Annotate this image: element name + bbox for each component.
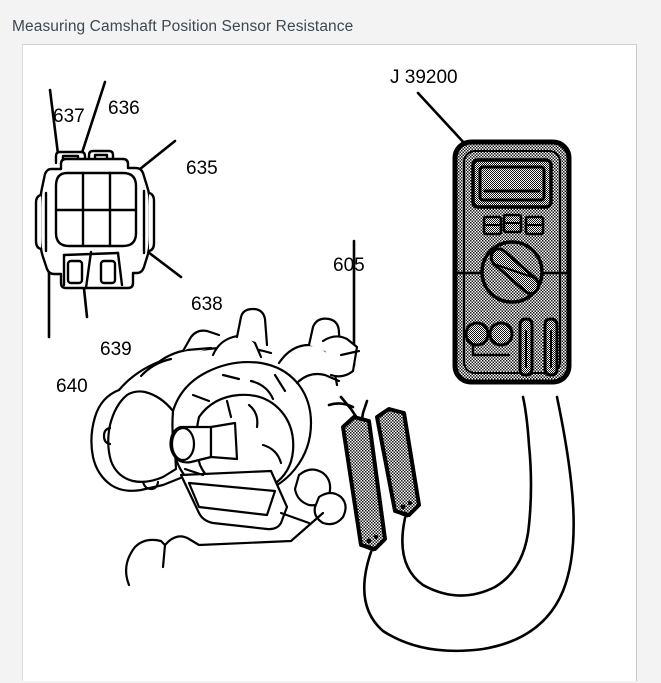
- rotary-dial: [453, 240, 571, 304]
- callout-labels: 637 636 635 638 639 640 605 J 39200: [53, 67, 458, 397]
- test-lead-cables: [362, 395, 575, 653]
- technical-diagram: 637 636 635 638 639 640 605 J 39200: [34, 67, 575, 653]
- callout-640: 640: [56, 376, 88, 397]
- leader-j39200: [416, 91, 468, 147]
- distributor-assembly: [90, 307, 361, 531]
- input-jacks: [464, 317, 559, 377]
- callout-635: 635: [186, 158, 218, 179]
- leader-637: [48, 88, 61, 164]
- page-title: Measuring Camshaft Position Sensor Resis…: [12, 18, 354, 35]
- test-probe-left: [341, 415, 387, 552]
- hose-line: [124, 511, 325, 587]
- callout-639: 639: [100, 339, 132, 360]
- function-buttons: [482, 213, 545, 236]
- leader-636: [77, 80, 107, 164]
- callout-j39200: J 39200: [390, 67, 458, 88]
- figure-frame: 637 636 635 638 639 640 605 J 39200: [22, 44, 637, 681]
- test-probe-right: [375, 407, 421, 518]
- callout-636: 636: [108, 98, 140, 119]
- sensor-connector: [34, 149, 156, 290]
- digital-multimeter: [452, 139, 572, 385]
- lcd-display: [471, 158, 553, 209]
- callout-638: 638: [191, 294, 223, 315]
- callout-637: 637: [53, 106, 85, 127]
- callout-605: 605: [333, 255, 365, 276]
